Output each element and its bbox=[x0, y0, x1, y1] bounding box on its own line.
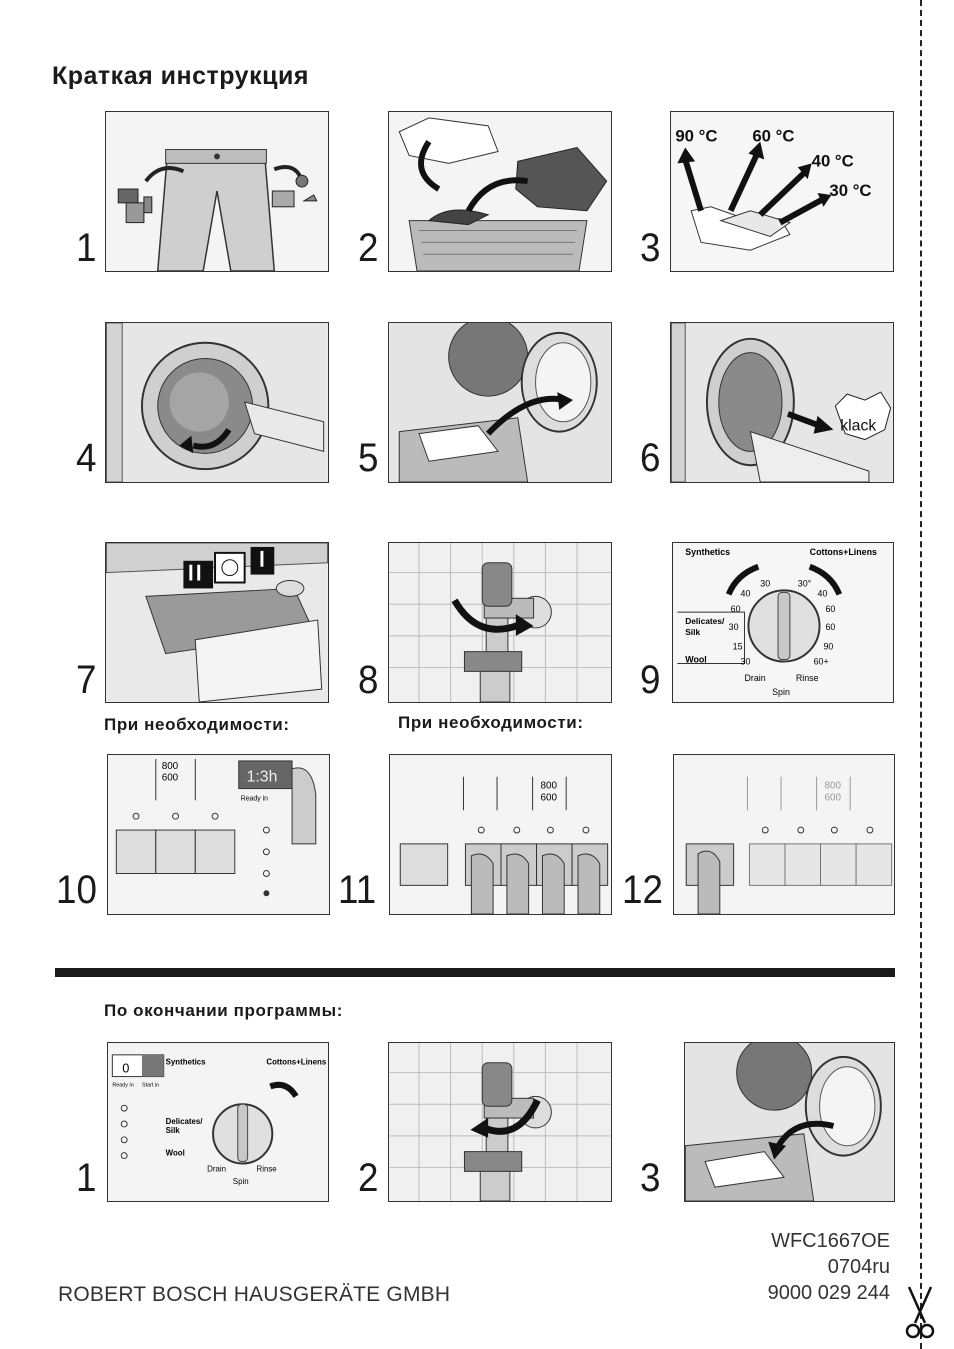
step-number: 11 bbox=[338, 868, 377, 912]
temp-90: 90 °C bbox=[675, 127, 717, 146]
scissors-icon bbox=[905, 1286, 935, 1339]
dial-tick: 30° bbox=[798, 578, 812, 588]
step-number: 2 bbox=[358, 226, 379, 270]
dial-spin-label: Spin bbox=[772, 687, 790, 697]
dial-drain-label: Drain bbox=[744, 673, 765, 683]
spin-600: 600 bbox=[162, 773, 179, 784]
dial-tick: 60+ bbox=[814, 656, 829, 666]
step-number: 1 bbox=[76, 226, 97, 270]
step7-detergent-illustration bbox=[105, 542, 329, 703]
temp-40: 40 °C bbox=[812, 151, 854, 170]
step-number: 1 bbox=[76, 1156, 97, 1200]
spin-600: 600 bbox=[540, 792, 557, 803]
spin-600: 600 bbox=[824, 792, 841, 803]
dial-tick: 40 bbox=[818, 588, 828, 598]
end-ready-in: Ready in bbox=[112, 1082, 133, 1088]
end-step3-unload-illustration bbox=[684, 1042, 895, 1202]
part-number: 9000 029 244 bbox=[767, 1282, 890, 1304]
step-number: 4 bbox=[76, 436, 97, 480]
temp-30: 30 °C bbox=[829, 181, 871, 200]
page-title: Краткая инструкция bbox=[52, 62, 309, 90]
dial-spin-label: Spin bbox=[233, 1177, 249, 1186]
spin-800: 800 bbox=[824, 781, 841, 792]
ready-in-label: Ready in bbox=[241, 795, 268, 802]
end-start-in: Start in bbox=[142, 1082, 159, 1088]
dial-tick: 60 bbox=[825, 622, 835, 632]
step11-option-buttons-panel: 800 600 bbox=[389, 754, 612, 915]
step-number: 12 bbox=[622, 868, 663, 912]
dial-synthetics-label: Synthetics bbox=[685, 547, 730, 557]
spin-800: 800 bbox=[540, 781, 557, 792]
end-step1-dial-off: 0 Ready in Start in Synthetics Cottons+L… bbox=[107, 1042, 329, 1202]
dial-wool-label: Wool bbox=[685, 654, 707, 664]
dial-tick: 30 bbox=[741, 656, 751, 666]
dial-tick: 60 bbox=[825, 604, 835, 614]
dial-tick: 40 bbox=[741, 588, 751, 598]
company-name: ROBERT BOSCH HAUSGERÄTE GMBH bbox=[58, 1283, 451, 1306]
step8-open-tap-illustration bbox=[388, 542, 612, 703]
model-code: WFC1667OE bbox=[771, 1230, 890, 1252]
note-after-program: По окончании программы: bbox=[104, 1001, 343, 1020]
delay-display: 1:3h bbox=[247, 769, 278, 786]
klack-label: klack bbox=[840, 418, 876, 435]
doc-codes: WFC1667OE 0704ru 9000 029 244 bbox=[768, 1228, 890, 1306]
end-display: 0 bbox=[122, 1061, 129, 1076]
dial-tick: 30 bbox=[760, 578, 770, 588]
temp-60: 60 °C bbox=[752, 127, 794, 146]
dial-silk-label: Silk bbox=[685, 627, 700, 637]
note-if-needed-right: При необходимости: bbox=[398, 713, 584, 732]
step-number: 10 bbox=[56, 868, 97, 912]
end-step2-close-tap-illustration bbox=[388, 1042, 612, 1202]
step-number: 7 bbox=[76, 658, 97, 702]
step6-close-door-illustration: klack bbox=[670, 322, 894, 483]
dial-delicates-label: Delicates/ bbox=[166, 1117, 204, 1126]
note-if-needed-left: При необходимости: bbox=[104, 715, 290, 734]
spin-800: 800 bbox=[162, 761, 179, 772]
dial-tick: 15 bbox=[733, 642, 743, 652]
dial-tick: 30 bbox=[729, 622, 739, 632]
step-number: 5 bbox=[358, 436, 379, 480]
cut-line bbox=[920, 0, 922, 1349]
step12-start-button-panel: 800 600 bbox=[673, 754, 895, 915]
step5-load-laundry-illustration bbox=[388, 322, 612, 483]
step-number: 3 bbox=[640, 226, 661, 270]
step-number: 2 bbox=[358, 1156, 379, 1200]
step10-start-delay-panel: 800 600 1:3h Ready in bbox=[107, 754, 330, 915]
dial-cottons-label: Cottons+Linens bbox=[810, 547, 877, 557]
step4-open-door-illustration bbox=[105, 322, 329, 483]
step-number: 3 bbox=[640, 1156, 661, 1200]
dial-cottons-label: Cottons+Linens bbox=[266, 1058, 326, 1067]
step3-temperature-illustration: 90 °C 60 °C 40 °C 30 °C bbox=[670, 111, 894, 272]
step9-program-dial: Synthetics Cottons+Linens Delicates/ Sil… bbox=[672, 542, 894, 703]
step-number: 9 bbox=[640, 658, 661, 702]
section-divider bbox=[55, 968, 895, 977]
dial-tick: 60 bbox=[731, 604, 741, 614]
dial-rinse-label: Rinse bbox=[796, 673, 819, 683]
dial-rinse-label: Rinse bbox=[257, 1164, 278, 1173]
dial-wool-label: Wool bbox=[166, 1149, 185, 1158]
step2-sort-laundry-illustration bbox=[388, 111, 612, 272]
dial-silk-label: Silk bbox=[166, 1126, 181, 1135]
dial-synthetics-label: Synthetics bbox=[166, 1058, 207, 1067]
dial-tick: 90 bbox=[823, 642, 833, 652]
locale-code: 0704ru bbox=[827, 1256, 890, 1278]
dial-delicates-label: Delicates/ bbox=[685, 616, 725, 626]
step-number: 8 bbox=[358, 658, 379, 702]
step1-empty-pockets-illustration bbox=[105, 111, 329, 272]
dial-drain-label: Drain bbox=[207, 1164, 226, 1173]
step-number: 6 bbox=[640, 436, 661, 480]
